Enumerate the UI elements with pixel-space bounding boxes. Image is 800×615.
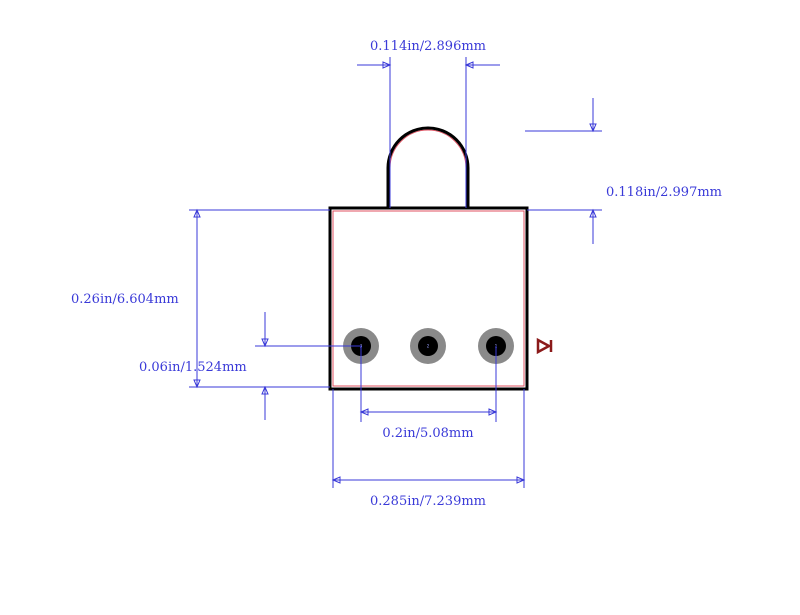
dim-tab-height: 0.118in/2.997mm	[525, 98, 722, 244]
tab-outline	[386, 126, 470, 208]
body-courtyard	[332, 210, 525, 387]
tab-courtyard	[389, 129, 467, 208]
dim-pin-offset: 0.06in/1.524mm	[139, 312, 361, 420]
dim-pin-span: 0.2in/5.08mm	[359, 346, 498, 441]
dim-body-height-label: 0.26in/6.604mm	[71, 292, 179, 307]
body-outline	[328, 206, 529, 391]
pin-label: 2	[427, 344, 430, 349]
dim-tab-width-label: 0.114in/2.896mm	[370, 39, 486, 54]
dim-tab-width: 0.114in/2.896mm	[357, 39, 500, 208]
dim-body-width-label: 0.285in/7.239mm	[370, 494, 486, 509]
diode-symbol-icon	[536, 337, 553, 355]
dim-pin-offset-label: 0.06in/1.524mm	[139, 360, 247, 375]
pad-2: 2	[410, 328, 446, 364]
pad-hole	[418, 336, 438, 356]
dim-tab-height-label: 0.118in/2.997mm	[606, 185, 722, 200]
dim-pin-span-label: 0.2in/5.08mm	[382, 426, 473, 441]
pads: 3 2 1	[343, 328, 514, 364]
dim-body-width: 0.285in/7.239mm	[331, 389, 526, 509]
